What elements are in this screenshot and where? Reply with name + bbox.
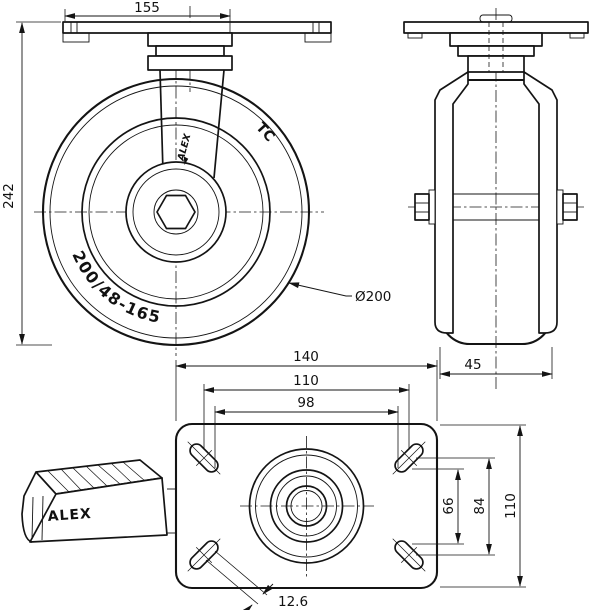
fork-brand-logo: ALEX	[175, 132, 194, 165]
bolt-slot-bottom-left	[187, 538, 221, 572]
plan-centerlines	[240, 436, 374, 578]
axle-nut-right	[556, 189, 578, 225]
bolt-slot-bottom-right	[392, 538, 426, 572]
dim-plate-width-label: 140	[293, 349, 319, 365]
dim-wheel-width-label: 45	[464, 357, 481, 373]
dim-overall-height: 242	[1, 21, 61, 346]
dim-plate-depth: 110	[440, 424, 526, 588]
pedal-left-cap	[21, 471, 37, 543]
dim-slot-inner-y: 66	[412, 468, 464, 545]
dim-bolt-spacing-y-label: 84	[472, 497, 488, 514]
dim-wheel-diameter: Ø200	[288, 282, 391, 305]
dim-slot-inner-x: 98	[214, 395, 399, 468]
brake-pedal: ALEX	[21, 459, 176, 543]
plan-view: 140 110 98 66 84	[174, 349, 526, 610]
swivel-head-side	[147, 32, 233, 71]
dim-slot-width: 12.6	[205, 550, 308, 610]
dim-slot-inner-y-label: 66	[441, 497, 457, 514]
pedal-front-face	[29, 477, 168, 543]
wheel-side	[41, 77, 311, 347]
pedal-brand-label: ALEX	[47, 506, 92, 525]
swivel-rings-plan	[248, 448, 365, 564]
dim-bolt-spacing-y: 84	[416, 457, 495, 556]
axle-nut-left	[414, 189, 436, 225]
dim-slot-inner-x-label: 98	[297, 395, 314, 411]
dim-plate-width: 140	[175, 349, 438, 421]
bolt-slot-top-right	[392, 441, 426, 475]
wheel-marking-2-text: TC	[252, 120, 277, 145]
wheel-marking-text: 200/48-165	[68, 248, 163, 327]
fork-front	[434, 71, 558, 334]
dim-bolt-spacing-x: 110	[203, 373, 410, 448]
bolt-slot-top-left	[187, 441, 221, 475]
side-view: 200/48-165 TC ALEX 155 242 Ø200	[1, 0, 391, 356]
dim-plate-length: 155	[64, 0, 231, 33]
dim-plate-depth-label: 110	[503, 493, 519, 519]
dim-slot-width-label: 12.6	[278, 594, 308, 610]
dim-plate-length-label: 155	[134, 0, 160, 16]
dim-bolt-spacing-x-label: 110	[293, 373, 319, 389]
dim-overall-height-label: 242	[1, 183, 17, 209]
front-view: 45	[403, 8, 589, 392]
dim-wheel-diameter-label: Ø200	[355, 289, 391, 305]
axle-hex-bolt	[156, 194, 196, 230]
swivel-head-front	[449, 22, 543, 73]
pedal-hatching	[47, 461, 146, 493]
dim-wheel-width: 45	[439, 347, 553, 379]
